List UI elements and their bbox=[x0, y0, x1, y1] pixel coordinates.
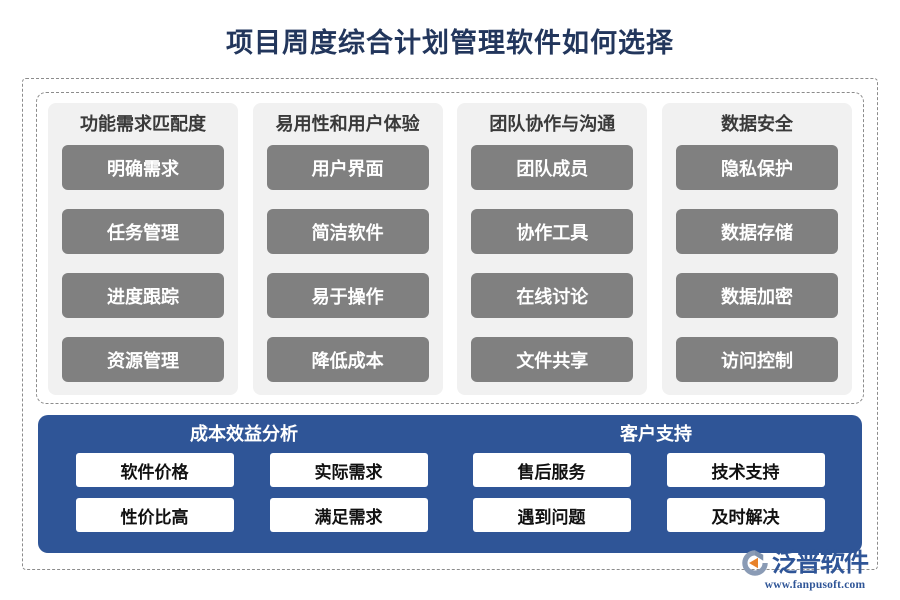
category-item[interactable]: 协作工具 bbox=[471, 209, 634, 255]
watermark-url: www.fanpusoft.com bbox=[764, 579, 866, 591]
category-item[interactable]: 在线讨论 bbox=[471, 273, 634, 319]
category-title: 团队协作与沟通 bbox=[489, 114, 616, 134]
category-item[interactable]: 数据存储 bbox=[675, 209, 838, 255]
inner-dashed-frame bbox=[36, 92, 864, 404]
blue-panel-item[interactable]: 软件价格 bbox=[75, 453, 234, 487]
watermark-brand: 泛普软件 bbox=[772, 549, 869, 577]
blue-panel-rows: 软件价格 实际需求 售后服务 技术支持 性价比高 满足需求 遇到问题 bbox=[38, 453, 862, 532]
blue-cell-slot: 满足需求 bbox=[256, 498, 450, 532]
category-item[interactable]: 团队成员 bbox=[471, 145, 634, 191]
category-item[interactable]: 明确需求 bbox=[62, 145, 224, 191]
watermark-brand-row: 泛普软件 bbox=[740, 548, 890, 578]
category-item[interactable]: 降低成本 bbox=[266, 337, 429, 383]
blue-cell-slot: 技术支持 bbox=[644, 453, 838, 487]
category-item[interactable]: 简洁软件 bbox=[266, 209, 429, 255]
blue-cell-slot: 售后服务 bbox=[450, 453, 644, 487]
category-title: 功能需求匹配度 bbox=[80, 114, 206, 134]
category-column-1: 功能需求匹配度 明确需求 任务管理 进度跟踪 资源管理 bbox=[48, 103, 238, 395]
outer-dashed-frame bbox=[22, 78, 878, 570]
blue-panel-item[interactable]: 性价比高 bbox=[75, 498, 234, 532]
category-item[interactable]: 访问控制 bbox=[675, 337, 838, 383]
bottom-blue-panel: 成本效益分析 客户支持 软件价格 实际需求 售后服务 技术支持 性价比高 满足需… bbox=[38, 415, 862, 553]
category-item[interactable]: 易于操作 bbox=[266, 273, 429, 319]
watermark-logo: 泛普软件 www.fanpusoft.com bbox=[740, 548, 890, 594]
category-column-2: 易用性和用户体验 用户界面 简洁软件 易于操作 降低成本 bbox=[252, 103, 443, 395]
blue-cell-slot: 性价比高 bbox=[62, 498, 256, 532]
blue-cell-slot: 软件价格 bbox=[62, 453, 256, 487]
category-item[interactable]: 隐私保护 bbox=[675, 145, 838, 191]
blue-cell-slot: 实际需求 bbox=[256, 453, 450, 487]
blue-panel-item[interactable]: 遇到问题 bbox=[472, 498, 631, 532]
blue-panel-item[interactable]: 售后服务 bbox=[472, 453, 631, 487]
category-title: 易用性和用户体验 bbox=[275, 114, 420, 134]
page-title: 项目周度综合计划管理软件如何选择 bbox=[226, 28, 674, 58]
category-grid: 功能需求匹配度 明确需求 任务管理 进度跟踪 资源管理 易用性和用户体验 用户界… bbox=[48, 103, 852, 395]
blue-cell-slot: 遇到问题 bbox=[450, 498, 644, 532]
category-column-3: 团队协作与沟通 团队成员 协作工具 在线讨论 文件共享 bbox=[457, 103, 648, 395]
category-item[interactable]: 用户界面 bbox=[266, 145, 429, 191]
category-item[interactable]: 资源管理 bbox=[62, 337, 224, 383]
blue-panel-item[interactable]: 技术支持 bbox=[666, 453, 825, 487]
blue-panel-row: 性价比高 满足需求 遇到问题 及时解决 bbox=[62, 498, 838, 532]
blue-cell-slot: 及时解决 bbox=[644, 498, 838, 532]
blue-panel-row: 软件价格 实际需求 售后服务 技术支持 bbox=[62, 453, 838, 487]
blue-panel-header-support: 客户支持 bbox=[620, 424, 692, 444]
blue-panel-item[interactable]: 满足需求 bbox=[269, 498, 428, 532]
category-item[interactable]: 数据加密 bbox=[675, 273, 838, 319]
category-item[interactable]: 进度跟踪 bbox=[62, 273, 224, 319]
category-column-4: 数据安全 隐私保护 数据存储 数据加密 访问控制 bbox=[661, 103, 852, 395]
category-title: 数据安全 bbox=[720, 114, 793, 134]
blue-panel-headers: 成本效益分析 客户支持 bbox=[38, 415, 862, 453]
category-item[interactable]: 任务管理 bbox=[62, 209, 224, 255]
blue-panel-item[interactable]: 实际需求 bbox=[269, 453, 428, 487]
blue-panel-header-cost: 成本效益分析 bbox=[190, 424, 298, 444]
category-item[interactable]: 文件共享 bbox=[471, 337, 634, 383]
circular-arrow-logo-icon bbox=[742, 550, 768, 576]
blue-panel-item[interactable]: 及时解决 bbox=[666, 498, 825, 532]
